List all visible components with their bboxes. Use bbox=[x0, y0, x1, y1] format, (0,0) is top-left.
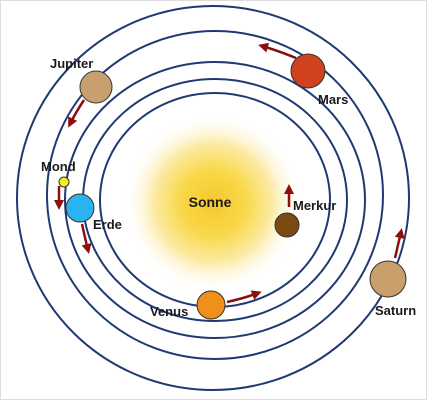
venus-label: Venus bbox=[150, 304, 188, 319]
direction-arrows bbox=[54, 42, 405, 304]
arrow-icon bbox=[393, 228, 405, 259]
saturn-label: Saturn bbox=[375, 303, 416, 318]
moon-icon bbox=[58, 176, 70, 188]
moon-label: Mond bbox=[41, 159, 76, 174]
earth-planet-icon bbox=[65, 193, 95, 223]
saturn-planet-icon bbox=[369, 260, 407, 298]
mars-label: Mars bbox=[318, 92, 348, 107]
arrow-icon bbox=[226, 290, 262, 304]
arrow-icon bbox=[80, 223, 92, 254]
sun-icon bbox=[123, 113, 303, 293]
venus-planet-icon bbox=[196, 290, 226, 320]
mercury-planet-icon bbox=[274, 212, 300, 238]
orbit-earth bbox=[64, 61, 366, 339]
jupiter-planet-icon bbox=[79, 70, 113, 104]
orbit-jupiter bbox=[46, 30, 384, 360]
earth-label: Erde bbox=[93, 217, 122, 232]
arrow-icon bbox=[68, 99, 86, 128]
arrow-icon bbox=[258, 42, 297, 60]
jupiter-label: Jupiter bbox=[50, 56, 93, 71]
sun-label: Sonne bbox=[189, 194, 232, 210]
orbit-saturn bbox=[16, 5, 410, 391]
mercury-label: Merkur bbox=[293, 198, 336, 213]
mars-planet-icon bbox=[290, 53, 326, 89]
